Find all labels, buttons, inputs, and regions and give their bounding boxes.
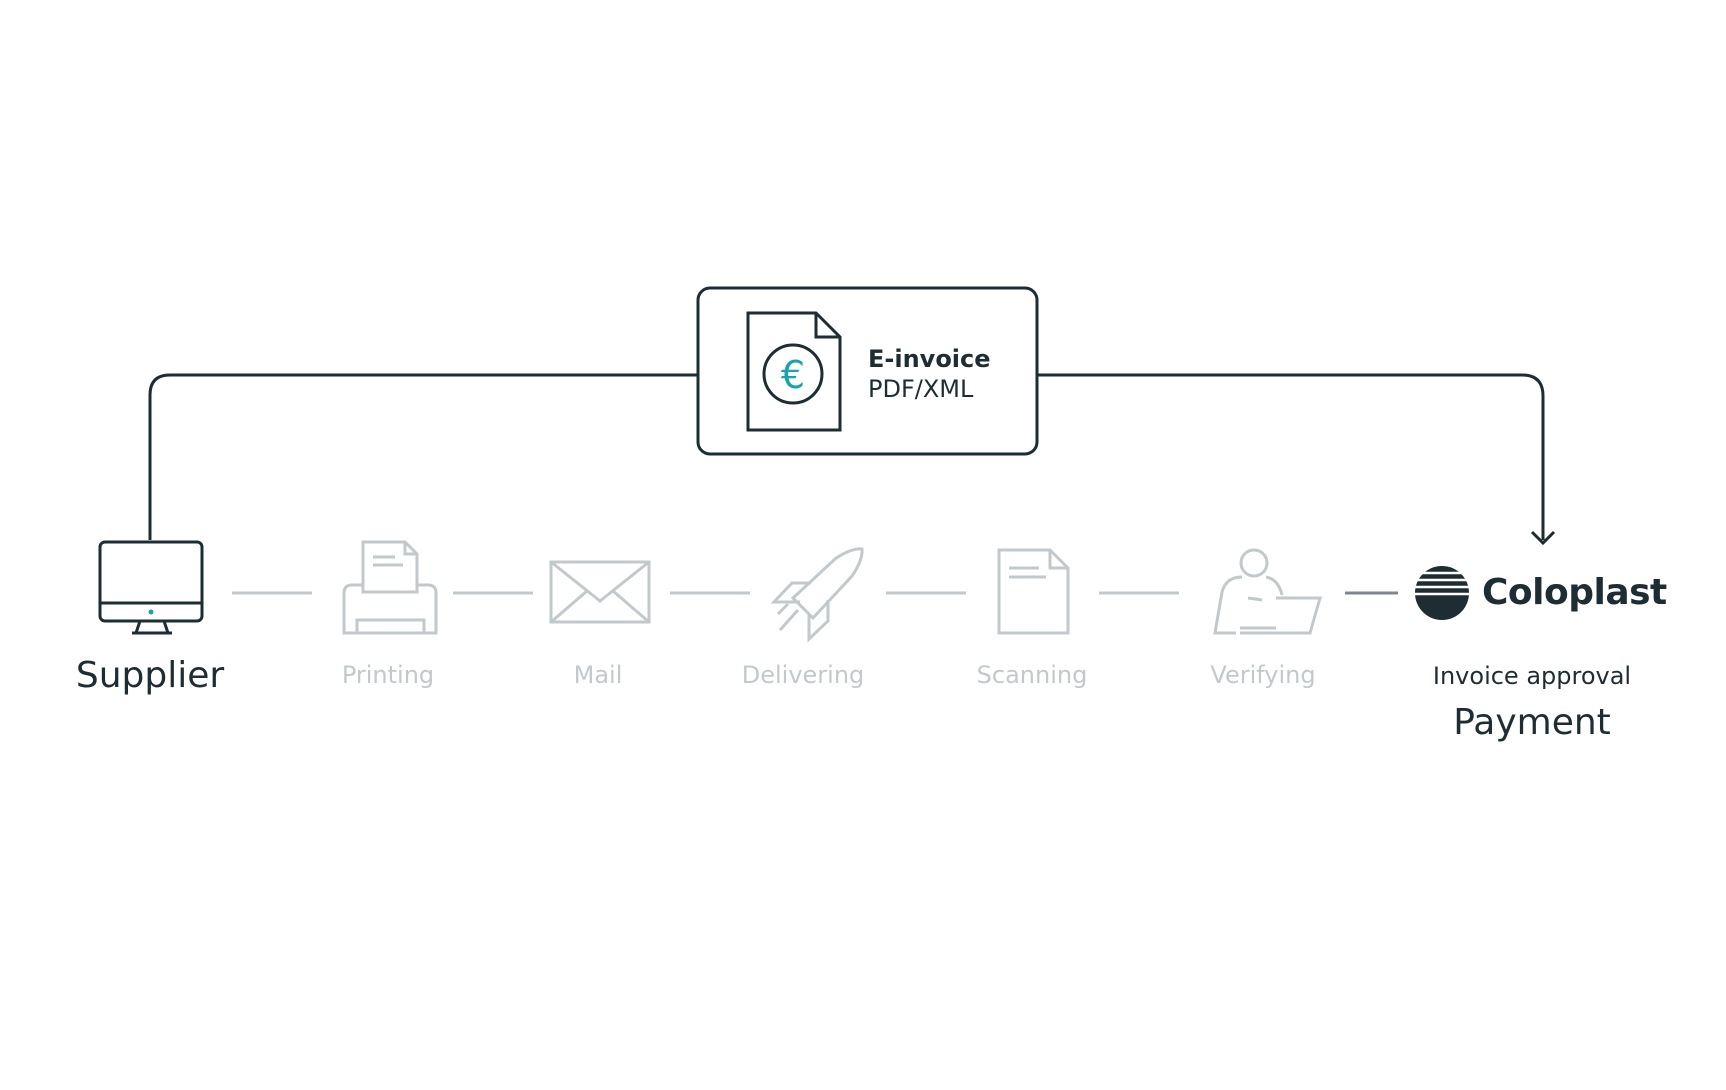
euro-symbol: €: [781, 353, 805, 397]
payment-label: Payment: [1453, 702, 1611, 743]
document-icon: [997, 548, 1070, 635]
einvoice-title: E-invoice: [868, 345, 991, 373]
invoice-document-icon: €: [746, 311, 842, 432]
supplier-label: Supplier: [75, 655, 225, 696]
rocket-icon: [770, 547, 864, 643]
step-label-mail: Mail: [573, 661, 623, 689]
monitor-icon: [98, 540, 204, 635]
connector-supplier-to-einvoice: [148, 373, 698, 540]
coloplast-brand-text: Coloplast: [1482, 572, 1667, 613]
coloplast-logo-icon: [1414, 566, 1470, 620]
step-label-delivering: Delivering: [741, 661, 865, 689]
connector-einvoice-to-coloplast: [1037, 373, 1545, 540]
arrowhead-icon: [1530, 530, 1556, 546]
envelope-icon: [549, 560, 651, 624]
printer-icon: [342, 540, 438, 635]
step-label-printing: Printing: [341, 661, 435, 689]
einvoice-subtitle: PDF/XML: [868, 375, 974, 403]
person-laptop-icon: [1213, 548, 1322, 635]
step-label-scanning: Scanning: [976, 661, 1088, 689]
step-label-verifying: Verifying: [1210, 661, 1316, 689]
invoice-approval-label: Invoice approval: [1432, 662, 1632, 690]
